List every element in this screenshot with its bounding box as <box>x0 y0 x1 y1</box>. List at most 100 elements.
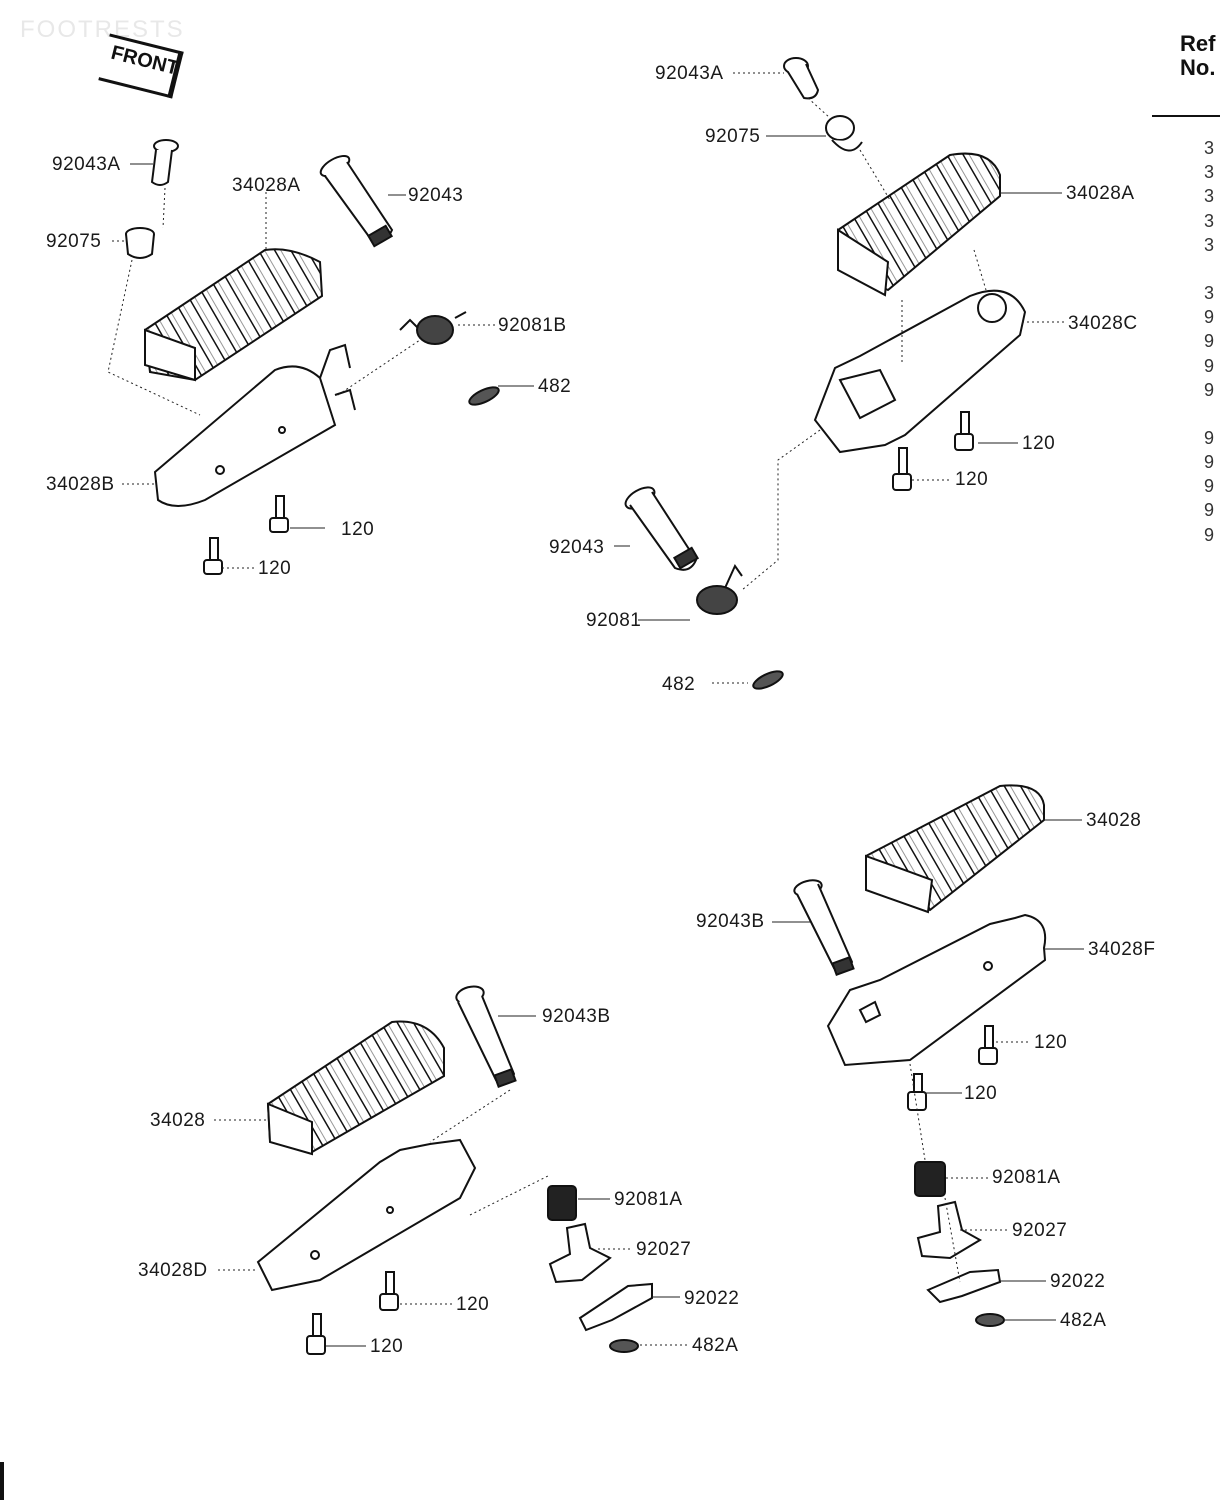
part-label-34028c: 34028C <box>1068 313 1138 334</box>
ref-cell: 9 <box>1204 500 1215 521</box>
ref-cell: 3 <box>1204 282 1215 303</box>
leader-lines <box>107 163 534 569</box>
ref-cell-gap <box>1204 402 1214 426</box>
bolt-120-part <box>907 1073 927 1111</box>
ref-cell: 9 <box>1204 307 1215 328</box>
assembly-front-left <box>107 139 534 575</box>
bracket-34028f-part <box>826 913 1047 1067</box>
pin-92043-part <box>319 154 394 248</box>
part-label-92043a: 92043A <box>655 63 724 84</box>
clip-482-part <box>752 670 784 690</box>
part-label-92043b: 92043B <box>696 911 765 932</box>
ref-cell: 3 <box>1204 234 1215 255</box>
bracket-34028b-part <box>153 343 356 507</box>
ref-cell: 3 <box>1204 162 1215 183</box>
part-label-34028d: 34028D <box>138 1260 208 1281</box>
ref-cell: 9 <box>1204 452 1215 473</box>
rubber-34028-part <box>864 784 1045 914</box>
spring-92081a-part <box>547 1185 577 1221</box>
assembly-front-right <box>614 57 1065 690</box>
ref-cell: 3 <box>1204 186 1215 207</box>
collar-92075-part <box>125 227 155 259</box>
bracket-34028c-part <box>813 289 1027 454</box>
ref-cell: 9 <box>1204 524 1215 545</box>
pin-92043b-part <box>793 879 855 976</box>
assembly-rear-right <box>772 784 1084 1327</box>
part-label-92075: 92075 <box>46 231 102 252</box>
part-label-120: 120 <box>1022 433 1056 454</box>
ref-cell: 9 <box>1204 331 1215 352</box>
ref-cell: 9 <box>1204 476 1215 497</box>
bolt-120-part <box>954 411 974 451</box>
part-label-92043: 92043 <box>549 537 605 558</box>
part-label-482a: 482A <box>692 1335 739 1356</box>
leader-lines <box>772 819 1084 1321</box>
part-label-34028: 34028 <box>150 1110 206 1131</box>
leader-lines <box>214 1015 688 1347</box>
part-label-120: 120 <box>964 1083 998 1104</box>
ref-cell: 9 <box>1204 427 1215 448</box>
bolt-120-part <box>306 1313 326 1355</box>
ref-number-column: 3 3 3 3 3 3 9 9 9 9 9 9 9 9 9 <box>1204 136 1214 547</box>
part-label-34028a: 34028A <box>1066 183 1135 204</box>
bolt-120-part <box>269 495 289 533</box>
ball-92022-part <box>578 1282 653 1332</box>
holder-92027-part <box>916 1200 982 1260</box>
ref-header-line1: Ref <box>1180 31 1216 56</box>
ref-cell: 3 <box>1204 210 1215 231</box>
bolt-120-part <box>203 537 223 575</box>
part-label-120: 120 <box>258 558 292 579</box>
part-label-92043: 92043 <box>408 185 464 206</box>
bolt-120-part <box>892 447 912 491</box>
ref-header-line2: No. <box>1180 55 1216 80</box>
page-margin-mark <box>0 1462 4 1500</box>
part-label-92081a: 92081A <box>992 1167 1061 1188</box>
part-label-92027: 92027 <box>1012 1220 1068 1241</box>
part-label-120: 120 <box>341 519 375 540</box>
part-label-92027: 92027 <box>636 1239 692 1260</box>
part-label-92081b: 92081B <box>498 315 567 336</box>
clip-482a-part <box>975 1313 1005 1327</box>
ref-cell: 9 <box>1204 355 1215 376</box>
spring-92081a-part <box>914 1161 946 1197</box>
bolt-120-part <box>978 1025 998 1065</box>
assembly-rear-left <box>214 985 688 1355</box>
collar-92075-part <box>825 115 863 152</box>
part-label-120: 120 <box>1034 1032 1068 1053</box>
spring-92081b-part <box>399 311 467 345</box>
ref-cell: 3 <box>1204 138 1215 158</box>
part-label-120: 120 <box>370 1336 404 1357</box>
bolt-92043a-part <box>150 139 179 186</box>
ref-cell-gap <box>1204 257 1214 281</box>
ref-cell: 9 <box>1204 379 1215 400</box>
part-label-34028f: 34028F <box>1088 939 1156 960</box>
rubber-34028a-part <box>143 248 324 382</box>
part-label-92022: 92022 <box>684 1288 740 1309</box>
ball-92022-part <box>926 1268 1002 1304</box>
part-label-92043a: 92043A <box>52 154 121 175</box>
part-label-482: 482 <box>662 674 696 695</box>
part-label-92081a: 92081A <box>614 1189 683 1210</box>
part-label-92081: 92081 <box>586 610 642 631</box>
section-title: FOOTRESTS <box>20 16 185 43</box>
part-label-92043b: 92043B <box>542 1006 611 1027</box>
part-label-482a: 482A <box>1060 1310 1107 1331</box>
leader-lines <box>614 72 1065 684</box>
bracket-34028d-part <box>256 1138 477 1292</box>
bolt-92043a-part <box>783 57 820 100</box>
clip-482-part <box>468 386 500 406</box>
spring-92081-part <box>696 563 743 615</box>
part-label-482: 482 <box>538 376 572 397</box>
pin-92043b-part <box>455 985 517 1088</box>
part-label-120: 120 <box>456 1294 490 1315</box>
clip-482a-part <box>609 1339 639 1353</box>
part-label-34028a: 34028A <box>232 175 301 196</box>
part-label-34028b: 34028B <box>46 474 115 495</box>
rubber-34028-part <box>266 1020 445 1156</box>
holder-92027-part <box>548 1222 612 1284</box>
part-label-34028: 34028 <box>1086 810 1142 831</box>
part-label-92022: 92022 <box>1050 1271 1106 1292</box>
pin-92043-part <box>624 486 700 571</box>
part-label-120: 120 <box>955 469 989 490</box>
